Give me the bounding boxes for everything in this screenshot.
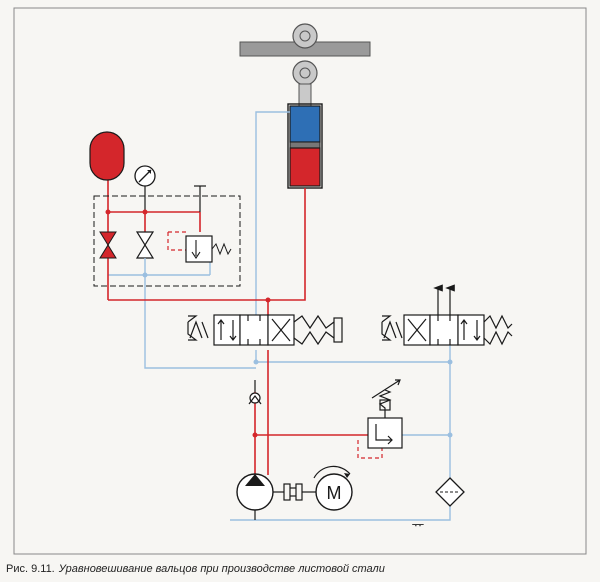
figure-caption-text: Уравновешивание вальцов при производстве… bbox=[58, 563, 385, 575]
pump bbox=[236, 473, 274, 520]
coupling bbox=[273, 483, 316, 501]
pressure-relief-valve bbox=[367, 379, 403, 449]
directional-valve-left bbox=[187, 314, 343, 346]
directional-valve-right bbox=[381, 314, 513, 346]
hydraulic-cylinder bbox=[287, 103, 323, 189]
figure-number: Рис. 9.11. bbox=[6, 563, 55, 575]
shutoff-valve bbox=[135, 231, 155, 275]
bladder-accumulator bbox=[89, 131, 125, 181]
pressure-gauge bbox=[134, 165, 156, 212]
pilot-lines bbox=[167, 231, 383, 459]
roll-stand bbox=[239, 23, 371, 107]
motor-label: M bbox=[327, 483, 342, 503]
figure-frame bbox=[13, 7, 587, 555]
electric-motor: M bbox=[313, 465, 353, 511]
valve-outlet-arrows bbox=[433, 284, 455, 315]
pressure-reducing-valve bbox=[185, 235, 232, 263]
junction-dots bbox=[105, 209, 453, 438]
filter bbox=[435, 477, 465, 507]
figure-caption: Рис. 9.11.Уравновешивание вальцов при пр… bbox=[6, 563, 385, 575]
tank: ᅲ bbox=[412, 517, 425, 533]
shutoff-valve-red bbox=[99, 231, 117, 259]
valve-block-enclosure bbox=[93, 195, 241, 287]
tank-symbol: ᅲ bbox=[412, 517, 425, 533]
check-valve bbox=[248, 380, 262, 405]
